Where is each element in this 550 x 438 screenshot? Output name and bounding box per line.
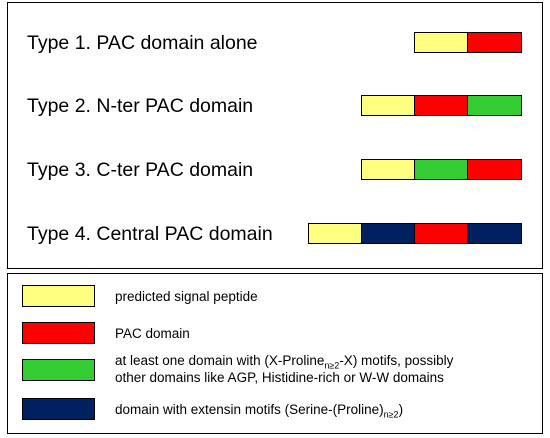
type-4-signal-peptide-segment [308,223,362,244]
legend-extensin-post: ) [398,402,404,417]
type-4-label: Type 4. Central PAC domain [27,223,273,245]
legend-swatch-signal-peptide [22,285,95,307]
type-4-pac-domain-segment [414,223,468,244]
legend-extensin-pre: domain with extensin motifs (Serine-(Pro… [115,402,384,417]
type-3-signal-peptide-segment [361,159,415,180]
type-3-pac-domain-segment [467,159,522,180]
legend-label-x-proline: at least one domain with (X-Prolinen≥2-X… [115,352,453,386]
type-4-extensin-segment-1 [361,223,415,244]
legend-swatch-pac-domain [22,322,95,344]
type-1-pac-domain-segment [467,32,522,53]
legend-label-signal-peptide: predicted signal peptide [115,289,258,304]
type-3-label: Type 3. C-ter PAC domain [27,159,254,181]
legend-label-extensin: domain with extensin motifs (Serine-(Pro… [115,401,404,420]
legend-x-proline-line1-pre: at least one domain with (X-Proline [115,353,325,368]
type-4-extensin-segment-2 [467,223,522,244]
type-3-x-proline-segment [414,159,468,180]
legend-x-proline-line2: other domains like AGP, Histidine-rich o… [115,370,444,385]
legend-x-proline-line1-post: -X) motifs, possibly [339,353,454,368]
type-2-pac-domain-segment [414,95,468,116]
type-2-signal-peptide-segment [361,95,415,116]
legend-x-proline-subscript: n≥2 [324,360,340,371]
legend-extensin-subscript: n≥2 [383,409,399,420]
type-1-signal-peptide-segment [414,32,468,53]
type-2-x-proline-segment [467,95,522,116]
type-2-label: Type 2. N-ter PAC domain [27,95,254,117]
legend-swatch-extensin [22,398,95,420]
legend-swatch-x-proline [22,359,95,381]
legend-panel: predicted signal peptide PAC domain at l… [7,273,543,434]
legend-label-pac-domain: PAC domain [115,326,190,341]
protein-types-panel: Type 1. PAC domain alone Type 2. N-ter P… [7,2,543,269]
type-1-label: Type 1. PAC domain alone [27,32,258,54]
